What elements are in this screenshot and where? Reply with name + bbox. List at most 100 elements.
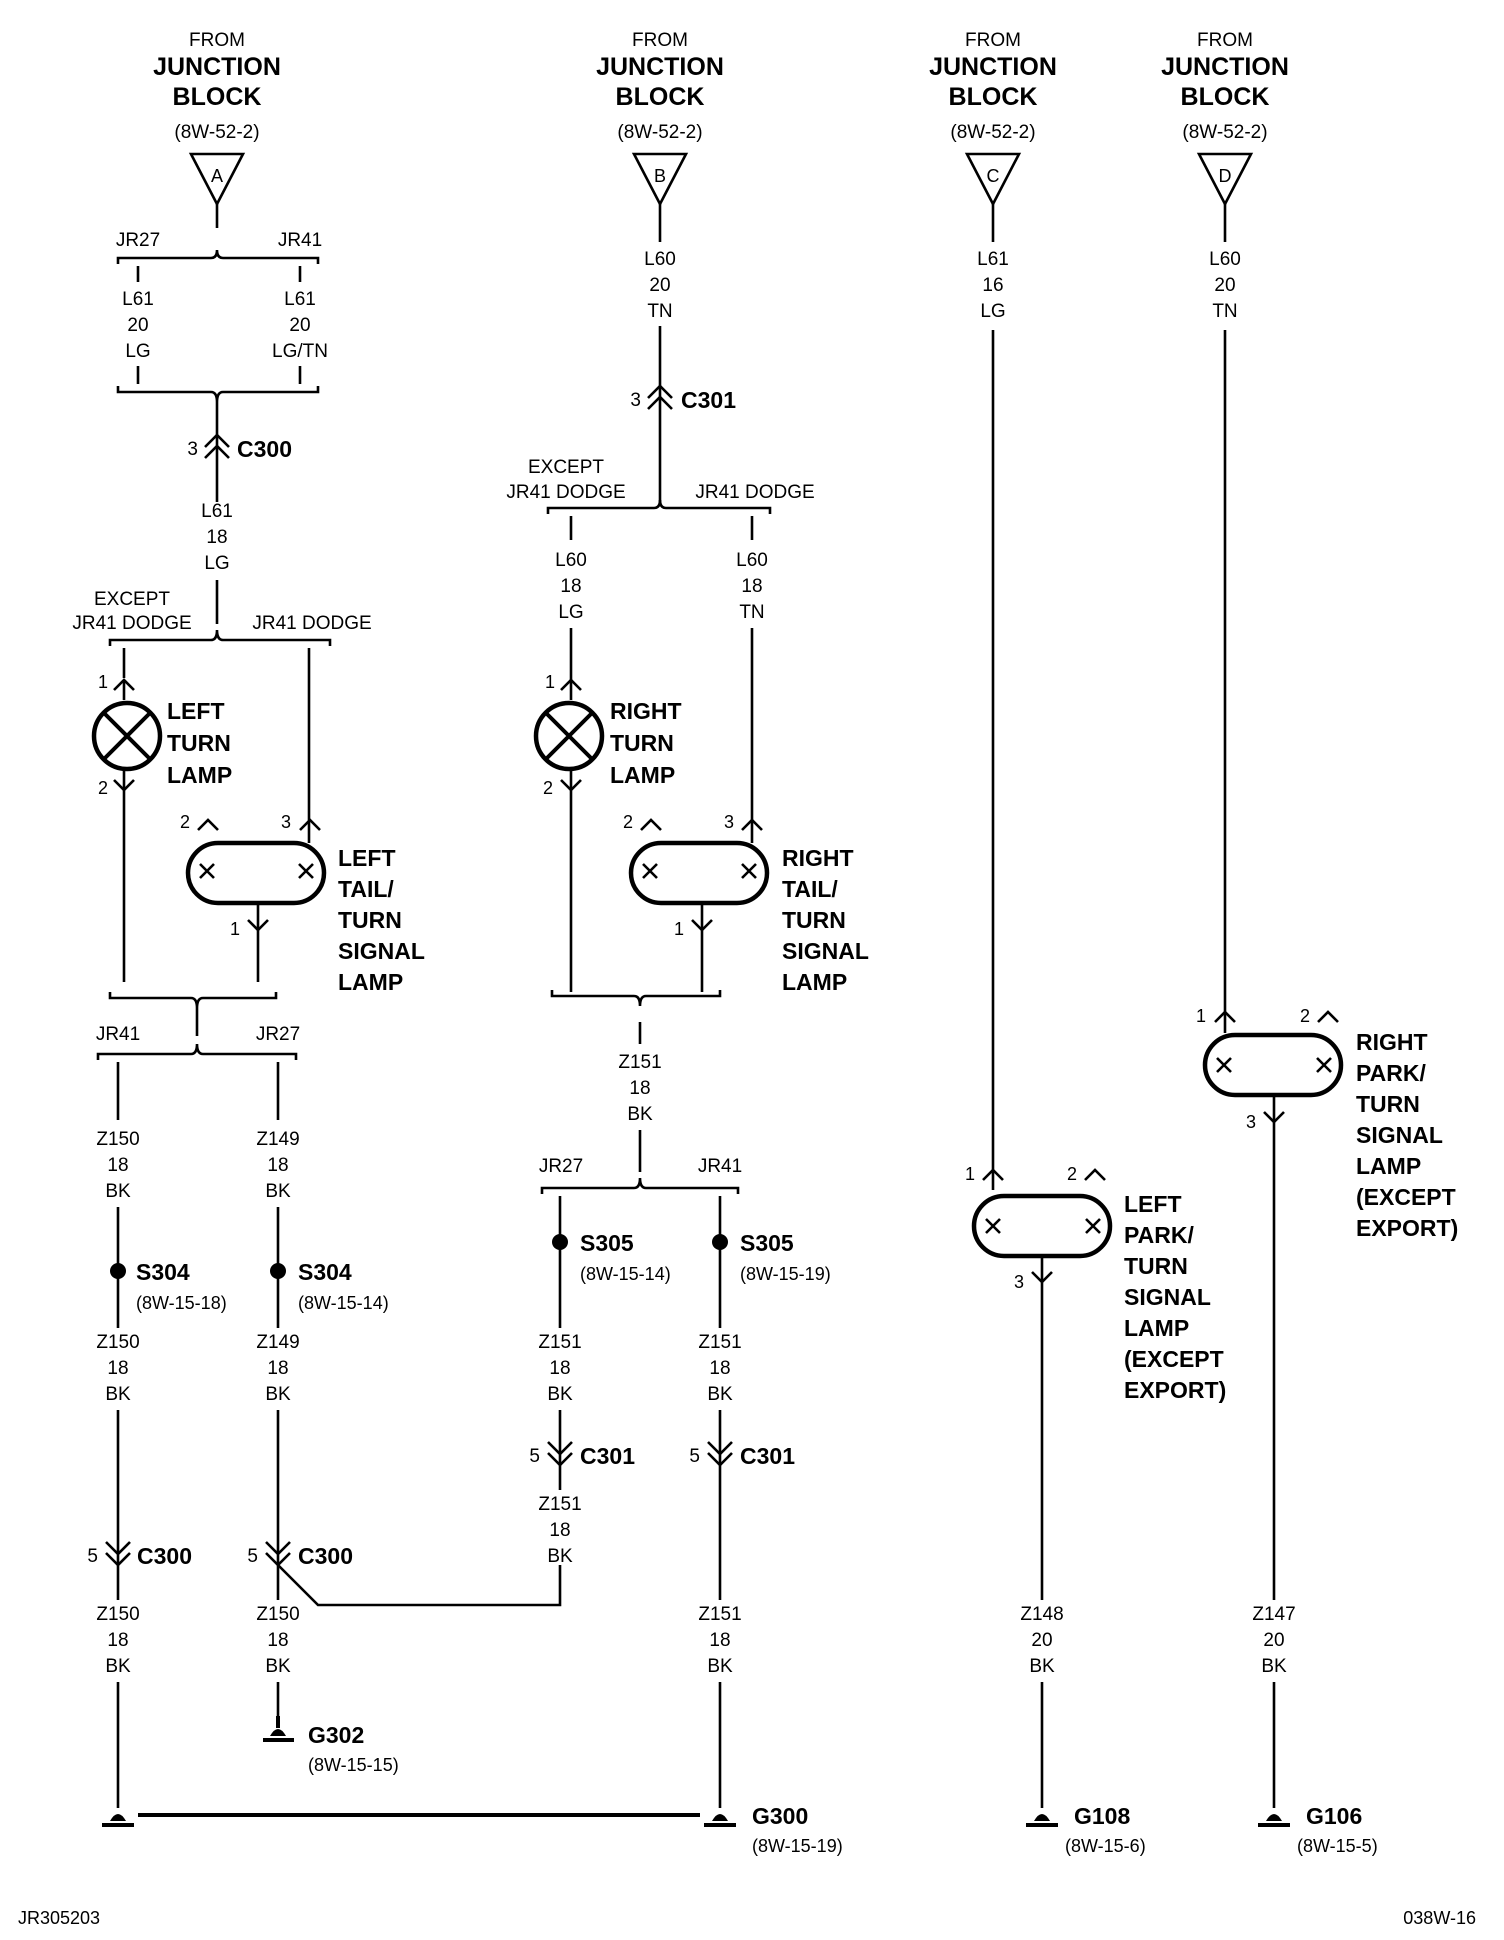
- wire-circuit: Z150: [96, 1604, 139, 1625]
- lamp-cross: [985, 1218, 1101, 1234]
- splice-dot: [270, 1263, 286, 1279]
- branch-label: EXCEPT: [94, 589, 170, 610]
- footer-left-code: JR305203: [18, 1908, 100, 1928]
- wire-circuit: Z150: [96, 1129, 139, 1150]
- pin-number: 1: [674, 919, 684, 939]
- connector-name: C301: [740, 1443, 795, 1469]
- pin-number: 1: [98, 672, 108, 692]
- connector-pin: 5: [87, 1546, 98, 1567]
- lamp-label: TURN: [167, 730, 231, 756]
- wire-gauge: 18: [206, 527, 227, 548]
- lamp-label: SIGNAL: [1124, 1284, 1211, 1310]
- ground-icon: [1034, 1814, 1050, 1821]
- merge-bracket: [108, 992, 278, 1009]
- circuit-d: L60 20 TN 1 2 RIGHT PARK/ TURN SIGNAL LA…: [1196, 204, 1458, 1856]
- splice-name: S305: [580, 1230, 634, 1256]
- wire-gauge: 18: [549, 1520, 570, 1541]
- pin-number: 2: [543, 778, 553, 798]
- branch-label: JR41 DODGE: [506, 482, 625, 503]
- source-title: BLOCK: [949, 83, 1038, 111]
- wire-gauge: 18: [267, 1630, 288, 1651]
- lamp-label: TURN: [610, 730, 674, 756]
- tail-lamp-icon: [628, 840, 770, 906]
- branch-label: JR41: [698, 1156, 742, 1177]
- bulb-cross: [102, 711, 152, 761]
- lamp-label: SIGNAL: [1356, 1122, 1443, 1148]
- connector-triangle: [1196, 152, 1254, 207]
- wire-gauge: 18: [709, 1630, 730, 1651]
- source-ref: (8W-52-2): [950, 122, 1035, 143]
- lamp-label: LAMP: [1124, 1315, 1189, 1341]
- connector-pin: 5: [247, 1546, 258, 1567]
- pin-number: 2: [98, 778, 108, 798]
- ground-bar: [102, 1823, 134, 1827]
- branch-label: EXCEPT: [528, 457, 604, 478]
- splice-ref: (8W-15-19): [740, 1264, 831, 1284]
- ground-ref: (8W-15-5): [1297, 1836, 1378, 1856]
- ground-ref: (8W-15-15): [308, 1755, 399, 1775]
- lamp-label: RIGHT: [782, 845, 854, 871]
- connector-name: C300: [237, 436, 292, 462]
- wire-circuit: Z151: [698, 1604, 741, 1625]
- connector-triangle: [964, 152, 1022, 207]
- lamp-label: TURN: [338, 907, 402, 933]
- circuit-b: L60 20 TN 3 C301 EXCEPT JR41 DODGE JR41 …: [506, 204, 869, 1808]
- wire-gauge: 18: [549, 1358, 570, 1379]
- ground-bar: [263, 1738, 294, 1742]
- wire-color: TN: [739, 602, 764, 623]
- source-ref: (8W-52-2): [1182, 122, 1267, 143]
- wire-color: LG: [204, 553, 229, 574]
- pin-terminal: [640, 818, 662, 831]
- wire-gauge: 18: [267, 1358, 288, 1379]
- wire-color: BK: [547, 1384, 573, 1405]
- branch-label: JR41: [278, 230, 322, 251]
- footer-right-code: 038W-16: [1403, 1908, 1476, 1928]
- branch-label: JR41 DODGE: [252, 613, 371, 634]
- wire-circuit: L60: [1209, 249, 1241, 270]
- wire-circuit: Z149: [256, 1332, 299, 1353]
- pin-terminal: [691, 919, 713, 932]
- lamp-label: LEFT: [1124, 1191, 1182, 1217]
- branch-label: JR27: [116, 230, 160, 251]
- ground-name: G302: [308, 1722, 364, 1748]
- splice-name: S304: [298, 1259, 352, 1285]
- source-pin: D: [1219, 166, 1232, 186]
- splice-dot: [712, 1234, 728, 1250]
- source-pin: B: [654, 166, 666, 186]
- circuit-a: JR27 JR41 L61 20 LG L61 20 LG/TN 3 C300 …: [72, 204, 562, 1808]
- wire-circuit: L61: [284, 289, 316, 310]
- lamp-label: RIGHT: [1356, 1029, 1428, 1055]
- connector-triangle: [188, 152, 246, 207]
- splice-dot: [110, 1263, 126, 1279]
- wire-color: BK: [105, 1656, 131, 1677]
- lamp-label: PARK/: [1124, 1222, 1194, 1248]
- lamp-label: LAMP: [167, 762, 232, 788]
- wire-circuit: L61: [977, 249, 1009, 270]
- connector-pin: 5: [529, 1446, 540, 1467]
- ground-bar: [704, 1823, 736, 1827]
- wire-circuit: Z147: [1252, 1604, 1295, 1625]
- pin-terminal: [1317, 1010, 1339, 1023]
- wire-gauge: 18: [107, 1630, 128, 1651]
- wire-color: BK: [627, 1104, 653, 1125]
- source-a: FROM JUNCTION BLOCK (8W-52-2) A: [153, 30, 281, 207]
- source-b: FROM JUNCTION BLOCK (8W-52-2) B: [596, 30, 724, 207]
- connector-name: C301: [580, 1443, 635, 1469]
- lamp-label: TURN: [1356, 1091, 1420, 1117]
- pin-number: 3: [724, 812, 734, 832]
- bulb-cross: [544, 711, 594, 761]
- ground-name: G300: [752, 1803, 808, 1829]
- wire-circuit: Z151: [618, 1052, 661, 1073]
- splice-ref: (8W-15-14): [298, 1293, 389, 1313]
- wire-gauge: 18: [741, 576, 762, 597]
- pin-number: 1: [545, 672, 555, 692]
- branch-label: JR41 DODGE: [72, 613, 191, 634]
- pin-terminal: [741, 818, 763, 831]
- source-from: FROM: [1197, 30, 1253, 51]
- source-from: FROM: [965, 30, 1021, 51]
- wire-gauge: 20: [127, 315, 148, 336]
- lamp-label: RIGHT: [610, 698, 682, 724]
- wire-circuit: L61: [122, 289, 154, 310]
- splice-dot: [552, 1234, 568, 1250]
